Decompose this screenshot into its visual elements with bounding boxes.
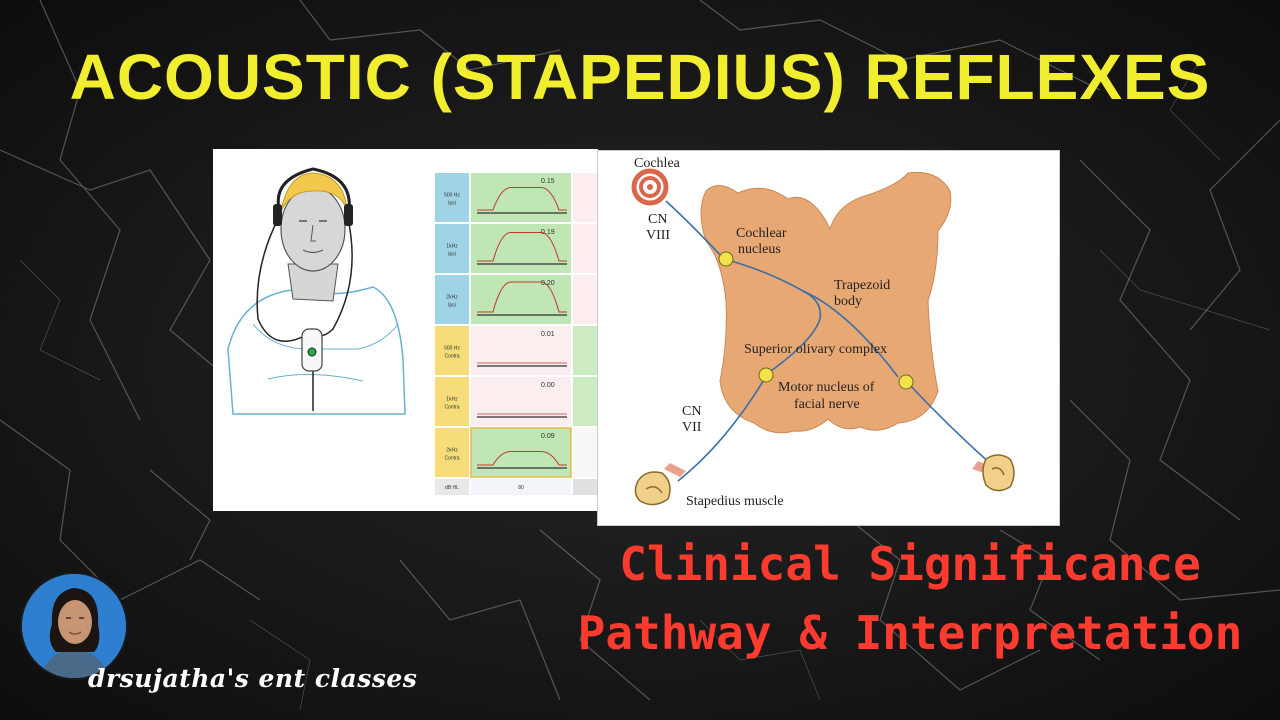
label-cochlear-nucleus-b: nucleus — [738, 242, 781, 257]
reflex-curve — [477, 232, 567, 262]
reflex-graph-cell — [471, 275, 571, 324]
reflex-graph-cell — [470, 427, 572, 478]
row-label-cell — [435, 377, 469, 426]
row-label-ear: Contra — [444, 354, 459, 360]
patient-illustration — [227, 167, 406, 415]
reflex-curve — [477, 451, 567, 466]
label-motor-a: Motor nucleus of — [778, 380, 875, 395]
label-stapedius: Stapedius muscle — [686, 494, 784, 509]
reflex-graph-extra-cell — [573, 275, 598, 324]
reflex-graph-extra-cell — [573, 326, 598, 375]
reflex-graph-extra-cell — [573, 224, 598, 273]
footer-extra-cell — [573, 479, 598, 495]
footer-label: dB HL — [445, 485, 459, 491]
label-cn7-b: VII — [682, 420, 702, 435]
label-cn7-a: CN — [682, 404, 701, 419]
label-trapezoid-b: body — [834, 294, 862, 309]
row-label-cell — [435, 326, 469, 375]
reflex-results-table: 500 HzIpsi0.151kHzIpsi0.192kHzIpsi0.2050… — [435, 173, 598, 495]
row-label-freq: 1kHz — [446, 397, 458, 403]
label-cn8-a: CN — [648, 212, 667, 227]
reflex-curve — [477, 187, 567, 211]
reflex-value: 0.09 — [541, 433, 555, 440]
reflex-graph-extra-cell — [573, 377, 598, 426]
row-label-ear: Contra — [444, 405, 459, 411]
subtitle-line2: Pathway & Interpretation — [577, 606, 1243, 660]
row-label-cell — [435, 224, 469, 273]
reflex-graph-cell — [471, 173, 571, 222]
row-label-freq: 2kHz — [446, 448, 458, 454]
reflex-graph-extra-cell — [573, 173, 598, 222]
row-label-ear: Ipsi — [448, 303, 456, 309]
label-cochlear-nucleus-a: Cochlear — [736, 226, 787, 241]
footer-value: 80 — [518, 485, 524, 491]
presenter-photo-icon — [22, 574, 126, 678]
cochlea-icon — [631, 168, 669, 206]
subtitle-line1: Clinical Significance — [619, 537, 1201, 591]
table-row: 500 Hz Ipsi 0.15 — [435, 173, 598, 222]
reflex-test-illustration: 500 HzIpsi0.151kHzIpsi0.192kHzIpsi0.2050… — [227, 167, 598, 495]
reflex-graph-cell — [471, 224, 571, 273]
row-label-freq: 500 Hz — [444, 346, 460, 352]
reflex-value: 0.15 — [541, 178, 555, 185]
label-soc: Superior olivary complex — [744, 342, 887, 357]
footer-label-cell — [435, 479, 469, 495]
reflex-graph-extra-cell — [573, 428, 598, 477]
row-label-freq: 2kHz — [446, 295, 458, 301]
footer-value-cell — [471, 479, 571, 495]
row-label-ear: Ipsi — [448, 201, 456, 207]
reflex-value: 0.00 — [541, 382, 555, 389]
table-row: 500 Hz Contra 0.01 — [435, 326, 598, 375]
motor-nucleus-right-marker — [898, 374, 914, 390]
page-title: ACOUSTIC (STAPEDIUS) REFLEXES — [69, 41, 1211, 113]
row-label-freq: 1kHz — [446, 244, 458, 250]
reflex-pathway-diagram: Cochlea CN VIII Cochlear nucleus Trapezo… — [597, 150, 1060, 526]
row-label-ear: Contra — [444, 456, 459, 462]
reflex-value: 0.01 — [541, 331, 555, 338]
label-trapezoid-a: Trapezoid — [834, 278, 890, 293]
label-cochlea: Cochlea — [634, 156, 681, 171]
cochlear-nucleus-marker — [718, 251, 734, 267]
row-label-ear: Ipsi — [448, 252, 456, 258]
label-motor-b: facial nerve — [794, 397, 860, 412]
row-label-cell — [435, 173, 469, 222]
row-label-freq: 500 Hz — [444, 193, 460, 199]
motor-nucleus-left-marker — [758, 367, 774, 383]
row-label-cell — [435, 428, 469, 477]
reflex-curve — [477, 281, 567, 313]
row-label-cell — [435, 275, 469, 324]
reflex-graph-cell — [471, 326, 571, 375]
channel-name: drsujatha's ent classes — [88, 664, 418, 693]
label-cn8-b: VIII — [646, 228, 670, 243]
reflex-value: 0.20 — [541, 280, 555, 287]
stapedius-right-icon — [982, 454, 1015, 492]
reflex-value: 0.19 — [541, 229, 555, 236]
brainstem-shape — [700, 171, 952, 434]
pathway-illustration: Cochlea CN VIII Cochlear nucleus Trapezo… — [631, 156, 1015, 509]
stapedius-left-icon — [634, 471, 671, 506]
avatar — [20, 572, 128, 680]
reflex-graph-cell — [471, 377, 571, 426]
